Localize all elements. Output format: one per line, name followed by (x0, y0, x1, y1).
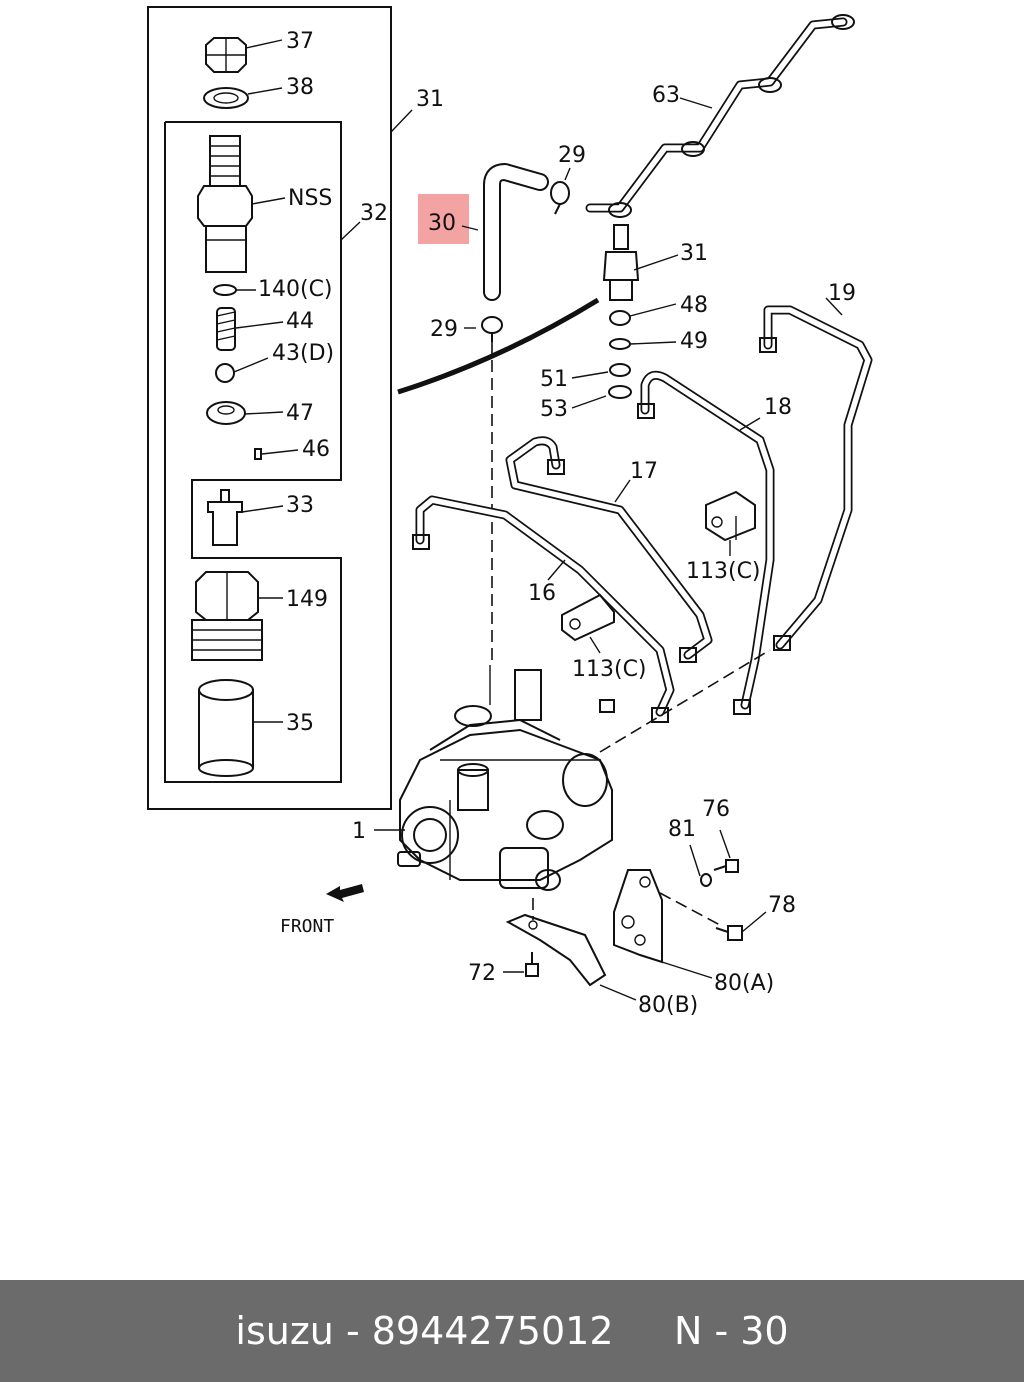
pin-46-part (254, 448, 262, 460)
callout-48: 48 (680, 293, 708, 318)
callout-78: 78 (768, 893, 796, 918)
callout-29-top: 29 (558, 143, 586, 168)
footer-bar: isuzu - 8944275012 N - 30 (0, 1280, 1024, 1382)
sleeve-35-part (198, 679, 254, 777)
callout-113c-a: 113(C) (686, 559, 761, 584)
parts-diagram: 37 38 31 32 NSS 140(C) 44 43(D) 47 46 33… (147, 6, 873, 1018)
callout-63: 63 (652, 83, 680, 108)
callout-51: 51 (540, 367, 568, 392)
injection-pipe-19-part (759, 305, 873, 651)
injection-pump-1-part (397, 665, 615, 891)
footer-brand: isuzu (235, 1309, 334, 1353)
bracket-80a-part (613, 869, 663, 964)
callout-16: 16 (528, 581, 556, 606)
washer-48-part (609, 310, 631, 326)
injection-pipe-16-part (412, 495, 675, 723)
leak-off-pipe-63-part (585, 14, 855, 218)
clamp-29-bottom-part (481, 316, 503, 342)
callout-32: 32 (360, 201, 388, 226)
callout-47: 47 (286, 401, 314, 426)
injection-pipe-18-part (637, 370, 775, 715)
ring-53-part (608, 385, 632, 399)
bolt-72-part (525, 952, 539, 977)
callout-149: 149 (286, 587, 328, 612)
spacer-47-part (206, 401, 246, 425)
callout-38: 38 (286, 75, 314, 100)
shim-43-part (215, 363, 235, 383)
footer-separator-2: - (702, 1309, 741, 1353)
callout-nss: NSS (288, 186, 332, 211)
callout-17: 17 (630, 459, 658, 484)
callout-43d: 43(D) (272, 341, 334, 366)
nozzle-33-part (207, 489, 243, 546)
footer-group: N (673, 1309, 703, 1353)
part-30-highlight (418, 194, 469, 244)
footer-separator-1: - (333, 1309, 372, 1353)
callout-37: 37 (286, 29, 314, 54)
washer-49-part (609, 338, 631, 350)
front-label: FRONT (280, 916, 334, 937)
front-arrow-icon (326, 884, 364, 902)
callout-80b: 80(B) (638, 993, 698, 1018)
callout-31-kit: 31 (416, 87, 444, 112)
callout-31-nozzle: 31 (680, 241, 708, 266)
ring-51-part (609, 363, 631, 377)
callout-81: 81 (668, 817, 696, 842)
clip-113-a-part (705, 490, 756, 542)
clip-113-b-part (561, 593, 615, 642)
bolt-76-part (713, 859, 739, 873)
callout-80a: 80(A) (714, 971, 774, 996)
callout-53: 53 (540, 397, 568, 422)
footer-part-number: 8944275012 (371, 1309, 614, 1353)
injection-pipe-17-part (505, 436, 713, 663)
callout-46: 46 (302, 437, 330, 462)
callout-49: 49 (680, 329, 708, 354)
bolt-78-part (715, 925, 743, 941)
washer-38-part (203, 87, 249, 109)
callout-19: 19 (828, 281, 856, 306)
spring-44-part (216, 307, 236, 351)
callout-72: 72 (468, 961, 496, 986)
leak-off-hose-30-part (483, 163, 549, 301)
washer-140-part (213, 284, 237, 296)
callout-33: 33 (286, 493, 314, 518)
callout-30: 30 (428, 211, 456, 236)
retaining-nut-149-part (191, 571, 263, 661)
washer-81-part (700, 873, 712, 887)
callout-18: 18 (764, 395, 792, 420)
nozzle-holder-nss-part (197, 135, 253, 273)
injection-nozzle-31-part (602, 224, 640, 301)
nozzle-kit-box (147, 6, 392, 810)
bracket-80b-part (505, 913, 607, 987)
footer-ref: 30 (740, 1309, 789, 1353)
clamp-29-top-part (550, 181, 570, 215)
callout-29-bottom: 29 (430, 317, 458, 342)
callout-113c-b: 113(C) (572, 657, 647, 682)
callout-76: 76 (702, 797, 730, 822)
callout-44: 44 (286, 309, 314, 334)
footer-gap (614, 1309, 674, 1353)
callout-35: 35 (286, 711, 314, 736)
hose-section-curve (397, 297, 600, 395)
callout-140c: 140(C) (258, 277, 333, 302)
nut-37-part (205, 37, 247, 73)
callout-1: 1 (352, 819, 366, 844)
